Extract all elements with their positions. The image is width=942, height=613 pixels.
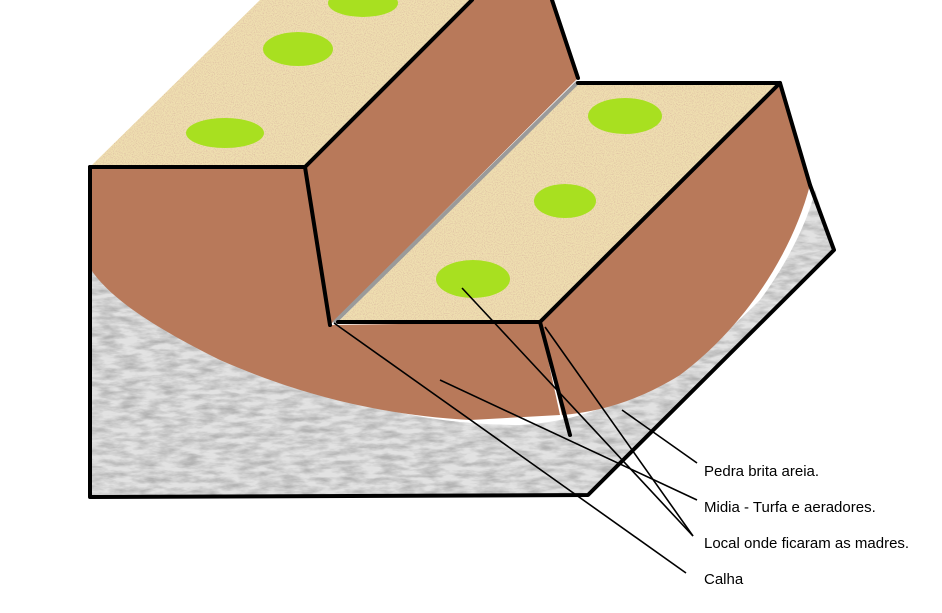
left-bed-top: [90, 0, 472, 167]
gravel-layer: [90, 190, 834, 497]
label-gravel: Pedra brita areia.: [704, 463, 819, 480]
labels: Pedra brita areia. Midia - Turfa e aerad…: [704, 463, 909, 588]
plant-spot: [263, 32, 333, 66]
leader-line-gutter: [333, 322, 687, 574]
gutter-line: [332, 80, 580, 325]
label-media: Midia - Turfa e aeradores.: [704, 499, 876, 516]
plant-spot: [186, 118, 264, 148]
left-bed-side-soil: [305, 0, 578, 325]
plant-spot: [328, 0, 398, 17]
leader-line-gravel: [621, 409, 698, 464]
leader-line-mother-plants: [461, 287, 694, 537]
plant-spot: [534, 184, 596, 218]
label-gutter: Calha: [704, 571, 744, 588]
leader-line-mother-plants-2: [544, 326, 694, 537]
plant-spot: [436, 260, 510, 298]
plant-spot: [588, 98, 662, 134]
outlines: [88, 0, 836, 499]
plant-spots: [186, 0, 662, 298]
leader-lines: [333, 287, 698, 574]
right-bed-side-soil: [540, 83, 810, 415]
label-mother-plants: Local onde ficaram as madres.: [704, 535, 909, 552]
